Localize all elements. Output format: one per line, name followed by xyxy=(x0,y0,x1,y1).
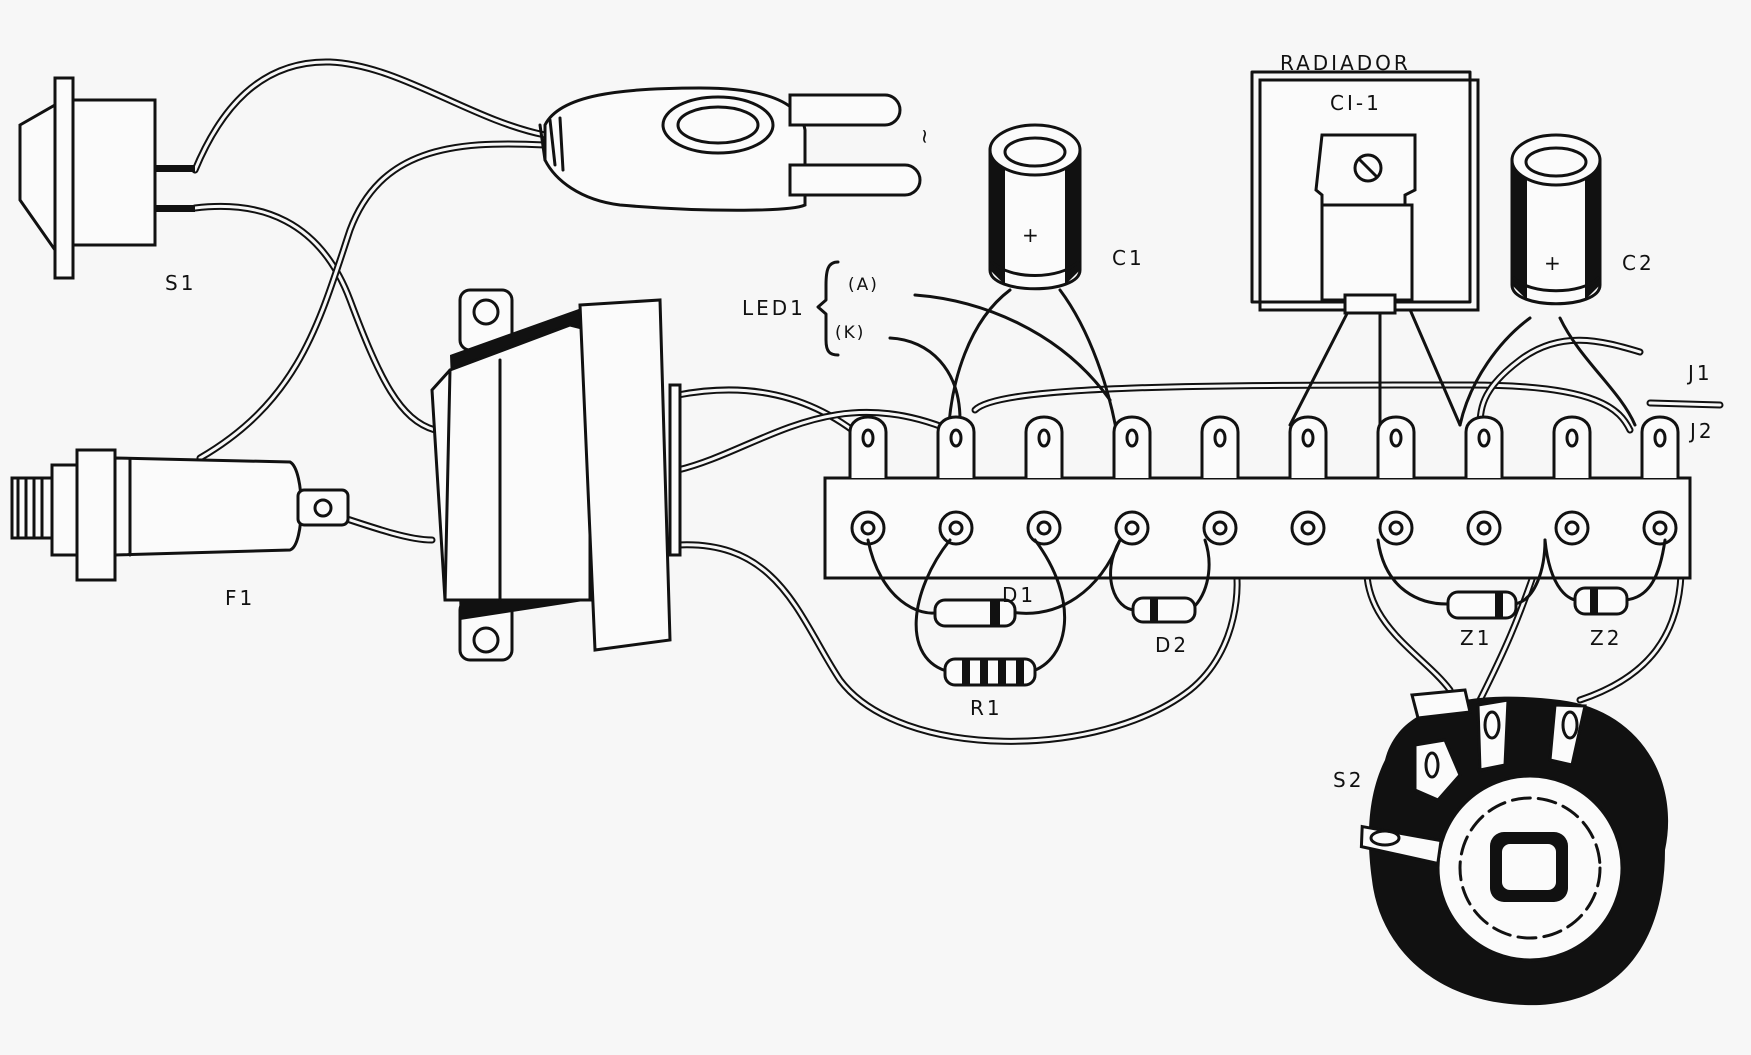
eyelet xyxy=(1202,510,1238,546)
transformer xyxy=(430,288,682,662)
lug-hole xyxy=(1037,428,1051,448)
terminal-lug xyxy=(1288,415,1328,478)
terminal-strip xyxy=(823,415,1692,580)
label-led-anode: (A) xyxy=(848,275,879,295)
eyelet-center xyxy=(1036,520,1052,536)
lug-hole xyxy=(1477,428,1491,448)
eyelet xyxy=(1114,510,1150,546)
label-f1: F1 xyxy=(225,586,255,610)
eyelet xyxy=(1290,510,1326,546)
label-j1: J1 xyxy=(1686,361,1713,385)
lug-hole xyxy=(949,428,963,448)
terminal-lugs xyxy=(848,415,1680,478)
eyelet-center xyxy=(1652,520,1668,536)
zener-z1 xyxy=(1376,538,1547,620)
label-c2-plus: + xyxy=(1544,251,1564,275)
fuse-holder-f1 xyxy=(10,448,350,582)
eyelet-center xyxy=(1476,520,1492,536)
lug-hole xyxy=(1125,428,1139,448)
eyelet xyxy=(1026,510,1062,546)
eyelet-center xyxy=(948,520,964,536)
diode-d2 xyxy=(1109,538,1211,624)
resistor-r1 xyxy=(914,538,1067,687)
label-s2: S2 xyxy=(1333,768,1364,792)
terminal-lug xyxy=(1640,415,1680,478)
label-r1: R1 xyxy=(970,696,1003,720)
terminal-holes xyxy=(850,510,1678,546)
eyelet-center xyxy=(1300,520,1316,536)
terminal-lug xyxy=(1200,415,1240,478)
label-j2: J2 xyxy=(1688,419,1715,443)
rotary-switch-s2 xyxy=(1359,688,1669,1006)
label-led-cathode: (K) xyxy=(835,323,865,343)
lug-hole xyxy=(1653,428,1667,448)
terminal-lug xyxy=(1464,415,1504,478)
led1-group: LED1 (A) (K) xyxy=(742,260,879,357)
eyelet-center xyxy=(1124,520,1140,536)
lug-hole xyxy=(1301,428,1315,448)
eyelet-center xyxy=(1564,520,1580,536)
label-c1: C1 xyxy=(1112,246,1145,270)
switch-s1 xyxy=(18,76,195,280)
terminal-lug xyxy=(1024,415,1064,478)
eyelet-center xyxy=(860,520,876,536)
terminal-lug xyxy=(1552,415,1592,478)
label-z1: Z1 xyxy=(1460,626,1492,650)
lug-hole xyxy=(861,428,875,448)
label-led1: LED1 xyxy=(742,296,806,320)
regulator-ci1 xyxy=(1314,133,1417,315)
lug-hole xyxy=(1213,428,1227,448)
power-plug xyxy=(538,86,922,212)
label-d2: D2 xyxy=(1155,633,1189,657)
terminal-lug xyxy=(936,415,976,478)
label-c1-plus: + xyxy=(1022,223,1042,247)
eyelet xyxy=(1466,510,1502,546)
label-z2: Z2 xyxy=(1590,626,1622,650)
capacitor-c2 xyxy=(1510,133,1602,306)
eyelet-center xyxy=(1388,520,1404,536)
label-c2: C2 xyxy=(1622,251,1655,275)
terminal-lug xyxy=(1376,415,1416,478)
eyelet xyxy=(1378,510,1414,546)
terminal-lug xyxy=(848,415,888,478)
wires xyxy=(191,58,1724,745)
eyelet xyxy=(1554,510,1590,546)
label-d1: D1 xyxy=(1002,583,1036,607)
lug-hole xyxy=(1565,428,1579,448)
label-ci1: CI-1 xyxy=(1330,91,1382,115)
label-ac-symbol: ~ xyxy=(913,128,937,148)
zener-z2 xyxy=(1543,538,1667,616)
terminal-lug xyxy=(1112,415,1152,478)
eyelet-center xyxy=(1212,520,1228,536)
capacitor-c1 xyxy=(988,123,1082,291)
label-s1: S1 xyxy=(165,271,196,295)
eyelet xyxy=(938,510,974,546)
lug-hole xyxy=(1389,428,1403,448)
label-radiador: RADIADOR xyxy=(1280,51,1411,75)
eyelet xyxy=(1642,510,1678,546)
